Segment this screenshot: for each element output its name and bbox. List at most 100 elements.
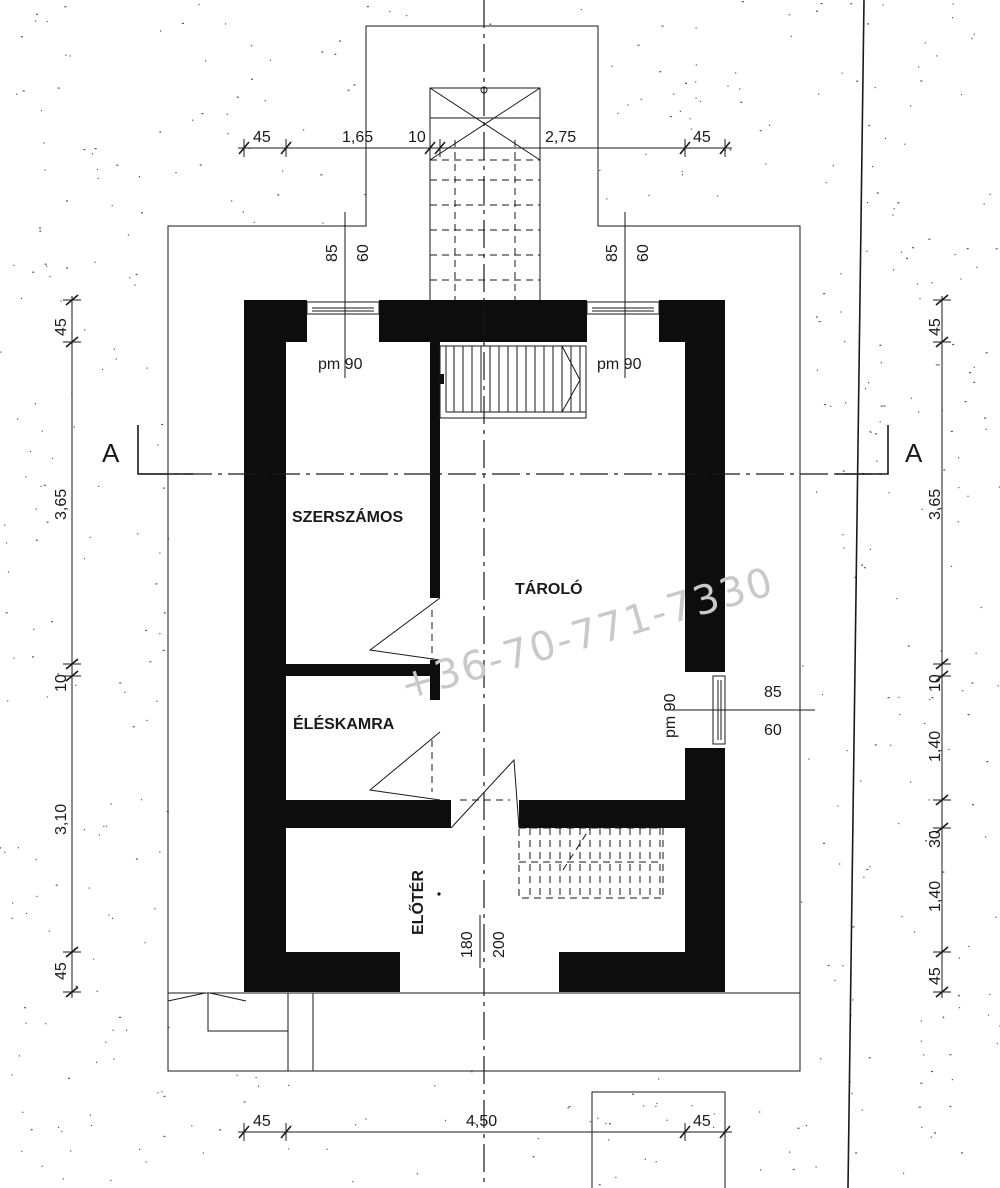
speckle — [102, 368, 104, 370]
speckle — [918, 1106, 921, 1108]
speckle — [83, 149, 86, 151]
speckle — [900, 251, 903, 253]
speckle — [820, 1058, 822, 1060]
speckle — [24, 1007, 27, 1009]
speckle — [347, 89, 350, 91]
speckle — [334, 53, 337, 55]
speckle — [717, 195, 719, 197]
speckle — [899, 714, 901, 716]
speckle — [685, 82, 687, 84]
speckle — [842, 470, 845, 472]
interior-stair-top — [438, 345, 587, 419]
speckle — [940, 650, 942, 652]
speckle — [83, 558, 86, 560]
window-top-right-width: 85 — [604, 244, 621, 262]
speckle — [567, 1107, 569, 1109]
speckle — [901, 916, 903, 918]
speckle — [20, 297, 22, 300]
speckle — [863, 876, 865, 878]
speckle — [25, 476, 27, 478]
speckle — [740, 101, 743, 103]
speckle — [13, 657, 15, 659]
speckle — [16, 418, 19, 420]
speckle — [199, 164, 202, 166]
dim-right-1: 3,65 — [927, 489, 944, 520]
speckle — [874, 87, 876, 89]
speckle — [126, 1029, 128, 1031]
speckle — [898, 696, 900, 699]
speckle — [669, 116, 672, 118]
speckle — [852, 926, 855, 928]
speckle — [40, 110, 42, 112]
speckle — [673, 93, 675, 95]
speckle — [34, 403, 36, 405]
speckle — [661, 25, 664, 27]
speckle — [984, 836, 987, 838]
speckle — [96, 168, 99, 171]
speckle — [951, 1079, 953, 1081]
speckle — [821, 694, 824, 696]
window-top-left-dims: 85 60 pm 90 — [318, 212, 372, 378]
speckle — [759, 1111, 761, 1113]
speckle — [98, 834, 101, 836]
speckle — [75, 985, 78, 987]
speckle — [640, 98, 642, 100]
speckle — [797, 1127, 800, 1129]
speckle — [729, 149, 732, 151]
speckle — [406, 15, 408, 17]
speckle — [13, 264, 15, 266]
speckle — [931, 282, 933, 284]
speckle — [876, 460, 878, 462]
speckle — [225, 23, 227, 25]
speckle — [48, 930, 50, 932]
speckle — [288, 1148, 290, 1150]
speckle — [713, 1126, 715, 1129]
speckle — [995, 916, 997, 918]
speckle — [236, 1074, 238, 1077]
speckle — [920, 80, 923, 82]
speckle — [198, 3, 200, 6]
speckle — [110, 803, 112, 805]
speckle — [191, 1125, 193, 1127]
dim-left-0: 45 — [53, 318, 70, 336]
speckle — [11, 1074, 13, 1076]
speckle — [866, 868, 869, 871]
speckle — [35, 539, 38, 541]
speckle — [163, 612, 166, 614]
speckle — [605, 1122, 607, 1124]
speckle — [366, 6, 369, 8]
speckle — [45, 1023, 47, 1025]
speckle — [984, 417, 987, 419]
speckle — [154, 908, 156, 910]
speckle — [46, 521, 49, 523]
speckle — [269, 59, 271, 61]
speckle — [924, 722, 926, 725]
speckle — [644, 1158, 646, 1160]
speckle — [12, 902, 14, 904]
speckle — [111, 917, 113, 919]
speckle — [532, 1156, 535, 1158]
speckle — [892, 214, 894, 216]
speckle — [55, 884, 58, 886]
speckle — [25, 1022, 27, 1024]
speckle — [132, 726, 135, 728]
speckle — [861, 564, 864, 566]
speckle — [83, 829, 85, 831]
speckle — [869, 430, 871, 433]
speckle — [898, 823, 900, 825]
speckle — [112, 1029, 114, 1031]
speckle — [995, 248, 998, 250]
speckle — [869, 866, 871, 868]
speckle — [996, 1042, 998, 1045]
speckle — [321, 51, 324, 53]
speckle — [788, 14, 790, 16]
speckle — [89, 536, 91, 539]
window-top-right-dims: 85 60 pm 90 — [597, 212, 652, 378]
speckle — [695, 27, 697, 29]
speckle — [243, 1101, 246, 1103]
speckle — [920, 1082, 923, 1084]
speckle — [866, 250, 868, 252]
speckle — [129, 277, 131, 279]
speckle — [874, 433, 877, 435]
